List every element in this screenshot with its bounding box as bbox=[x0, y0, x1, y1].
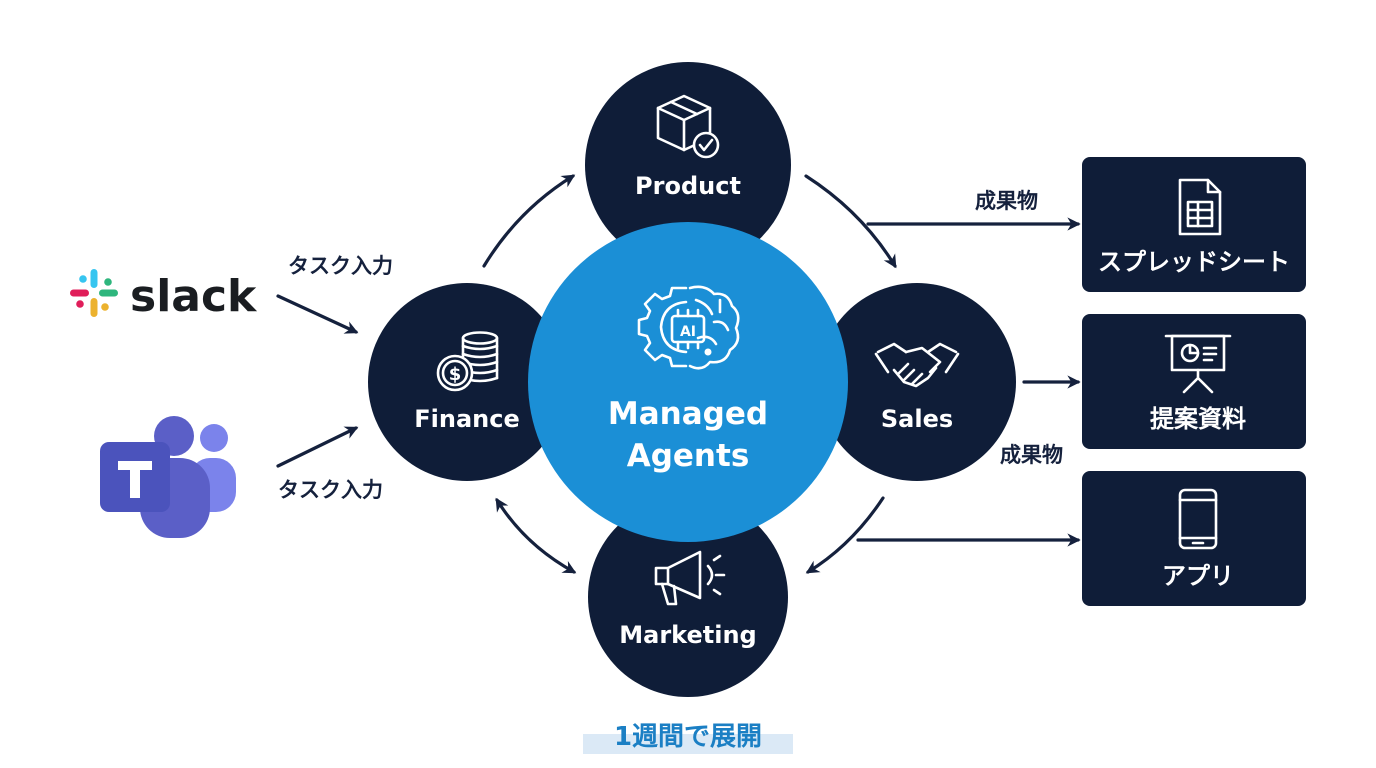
hub-ai-badge: AI bbox=[680, 324, 696, 340]
output-label-app: アプリ bbox=[1162, 562, 1234, 590]
node-label-finance: Finance bbox=[414, 405, 520, 433]
output-label-proposal: 提案資料 bbox=[1150, 405, 1246, 433]
coins-icon: $ bbox=[436, 331, 499, 392]
teams-t-icon bbox=[118, 461, 152, 498]
output-app: アプリ bbox=[1082, 471, 1306, 606]
footer-badge-text: 1週間で展開 bbox=[614, 722, 762, 752]
edge-label-task-input-bottom: タスク入力 bbox=[278, 478, 383, 502]
output-proposal: 提案資料 bbox=[1082, 314, 1306, 449]
footer-badge: 1週間で展開 bbox=[583, 722, 793, 754]
smartphone-icon bbox=[1178, 488, 1218, 550]
hub-managed-agents: AI Managed Agents bbox=[528, 222, 848, 542]
ai-brain-gear-icon: AI bbox=[637, 285, 740, 370]
arrow-sales-to-marketing bbox=[805, 496, 885, 574]
hub-title-line1: Managed bbox=[608, 396, 768, 432]
slack-wordmark: slack bbox=[130, 271, 258, 322]
edge-label-deliverable-top: 成果物 bbox=[975, 189, 1038, 213]
output-label-spreadsheet: スプレッドシート bbox=[1098, 248, 1290, 276]
presentation-icon bbox=[1164, 334, 1232, 394]
output-spreadsheet: スプレッドシート bbox=[1082, 157, 1306, 292]
arrow-slack-to-finance bbox=[276, 294, 359, 334]
box-check-icon bbox=[656, 94, 720, 159]
node-label-product: Product bbox=[635, 172, 741, 200]
node-product: Product bbox=[585, 62, 791, 268]
slack-icon bbox=[70, 269, 118, 317]
arrow-teams-to-finance bbox=[276, 426, 359, 468]
arrow-finance-marketing bbox=[495, 497, 577, 574]
arrow-product-to-sales bbox=[804, 174, 897, 269]
arrow-finance-to-product bbox=[482, 174, 576, 268]
teams-logo bbox=[100, 416, 236, 538]
node-label-sales: Sales bbox=[881, 405, 953, 433]
node-sales: Sales bbox=[818, 283, 1016, 481]
megaphone-icon bbox=[654, 550, 726, 606]
node-marketing: Marketing bbox=[588, 497, 788, 697]
edge-label-deliverable-bottom: 成果物 bbox=[1000, 443, 1063, 467]
arrows bbox=[276, 174, 1081, 574]
slack-logo: slack bbox=[70, 269, 258, 322]
handshake-icon bbox=[874, 342, 960, 388]
hub-title-line2: Agents bbox=[627, 438, 750, 474]
edge-label-task-input-top: タスク入力 bbox=[288, 254, 393, 278]
node-finance: $ Finance bbox=[368, 283, 566, 481]
svg-text:$: $ bbox=[449, 364, 462, 385]
spreadsheet-icon bbox=[1178, 178, 1222, 236]
node-label-marketing: Marketing bbox=[619, 621, 756, 649]
